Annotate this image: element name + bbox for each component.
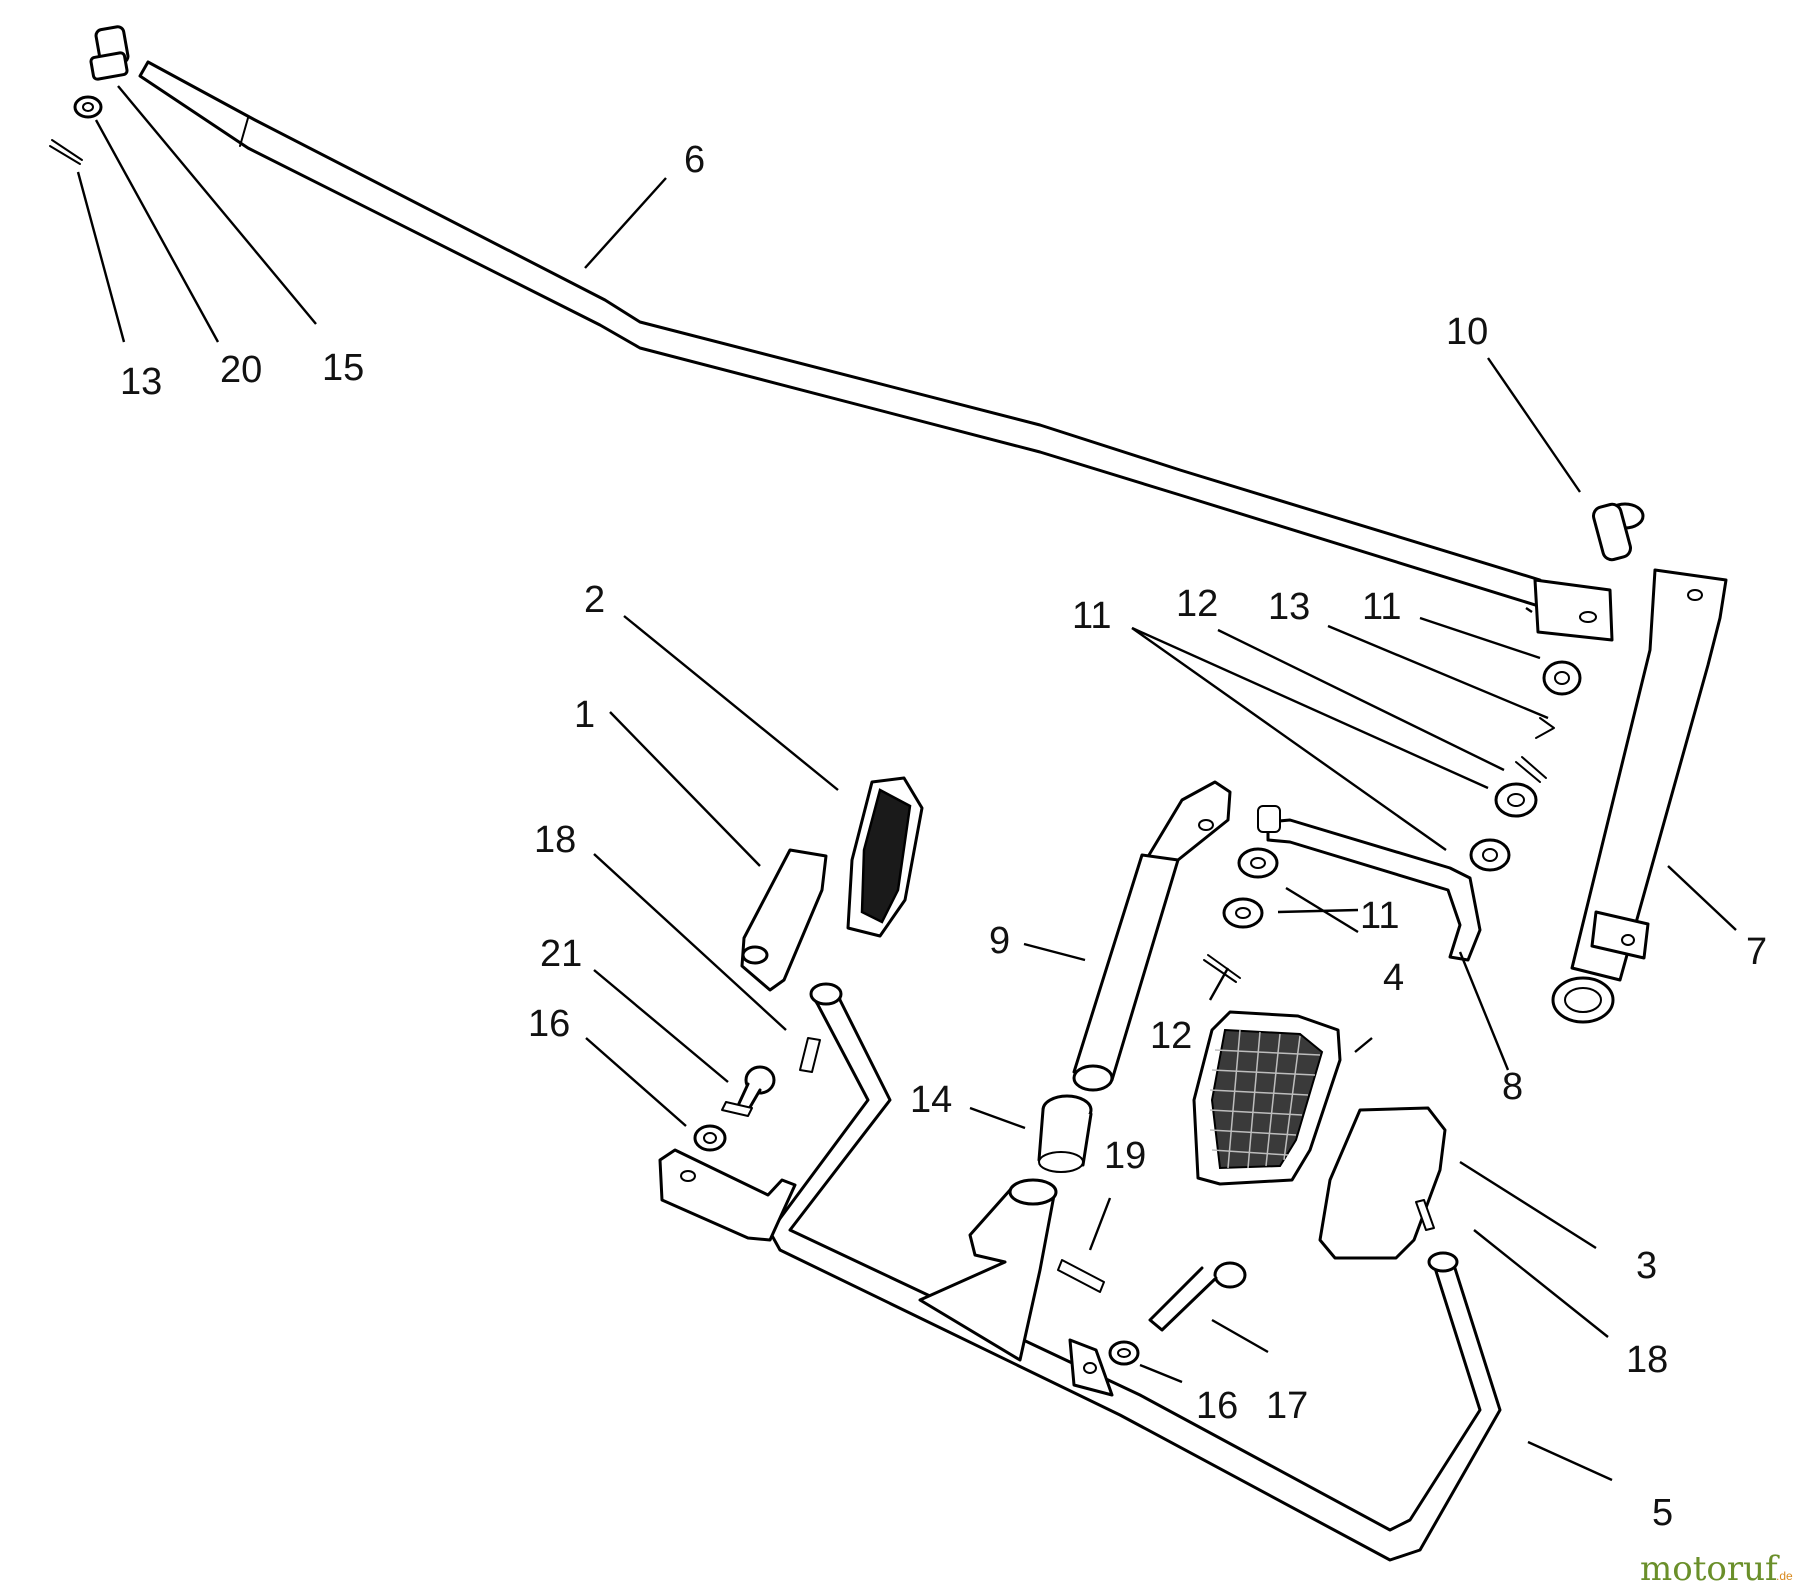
callout-2: 2	[584, 579, 605, 621]
tube-bracket	[1072, 780, 1232, 1092]
cotter-pin-top-left	[49, 139, 83, 165]
washer-top-left	[73, 95, 103, 119]
roll-pin-left	[799, 1037, 821, 1073]
washer-stack-right	[1469, 660, 1582, 872]
callout-20: 20	[220, 349, 262, 391]
nut-left	[693, 1124, 727, 1152]
callout-10: 10	[1446, 311, 1488, 353]
callout-3: 3	[1636, 1245, 1657, 1287]
rod-end-bracket	[1533, 578, 1614, 642]
watermark: motoruf .de	[1640, 1549, 1793, 1589]
callout-15: 15	[322, 347, 364, 389]
callout-13-b: 13	[120, 361, 162, 403]
callout-11-b: 11	[1362, 586, 1401, 628]
bolt-lower	[1148, 1261, 1247, 1332]
callout-11-a: 11	[1072, 595, 1111, 637]
clevis-pin-right	[1592, 502, 1645, 562]
callout-6: 6	[684, 139, 705, 181]
cotter-pin-center	[1203, 954, 1241, 983]
bent-link	[1257, 805, 1482, 962]
callout-18-a: 18	[534, 819, 576, 861]
callout-16-a: 16	[528, 1003, 570, 1045]
callout-11-c: 11	[1360, 895, 1399, 937]
vertical-tube	[1551, 568, 1728, 1024]
callout-labels: 1 2 3 4 5 6 7 8 9 10 11 11 11 12 12 13 1…	[120, 139, 1767, 1534]
pedal-plate-right	[1318, 1106, 1447, 1260]
callout-7: 7	[1746, 931, 1767, 973]
callout-12-b: 12	[1150, 1015, 1192, 1057]
watermark-suffix: .de	[1776, 1569, 1793, 1583]
callout-5: 5	[1652, 1492, 1673, 1534]
pin-19	[1057, 1259, 1105, 1293]
callout-13-a: 13	[1268, 586, 1310, 628]
pedal-pad-textured	[1192, 1010, 1342, 1186]
callout-18-b: 18	[1626, 1339, 1668, 1381]
leader-lines	[76, 85, 1737, 1482]
callout-14: 14	[910, 1079, 952, 1121]
washers-center	[1222, 847, 1279, 929]
callout-17: 17	[1266, 1385, 1308, 1427]
bushing	[1037, 1094, 1093, 1173]
roll-pin-right	[1415, 1199, 1435, 1231]
bolt-left	[721, 1065, 776, 1117]
callout-9: 9	[989, 920, 1010, 962]
pedal-pad-dark	[846, 776, 924, 938]
callout-1: 1	[574, 694, 595, 736]
watermark-text: motoruf	[1640, 1549, 1780, 1589]
clevis-fitting-top	[89, 25, 130, 81]
nut-lower	[1108, 1340, 1140, 1366]
callout-19: 19	[1104, 1135, 1146, 1177]
callout-21: 21	[540, 933, 582, 975]
pedal-plate-left	[740, 848, 828, 992]
pedal-frame	[658, 982, 1502, 1562]
callout-12-a: 12	[1176, 583, 1218, 625]
callout-16-b: 16	[1196, 1385, 1238, 1427]
callout-8: 8	[1502, 1066, 1523, 1108]
control-rod	[138, 60, 1547, 610]
callout-4: 4	[1383, 957, 1404, 999]
